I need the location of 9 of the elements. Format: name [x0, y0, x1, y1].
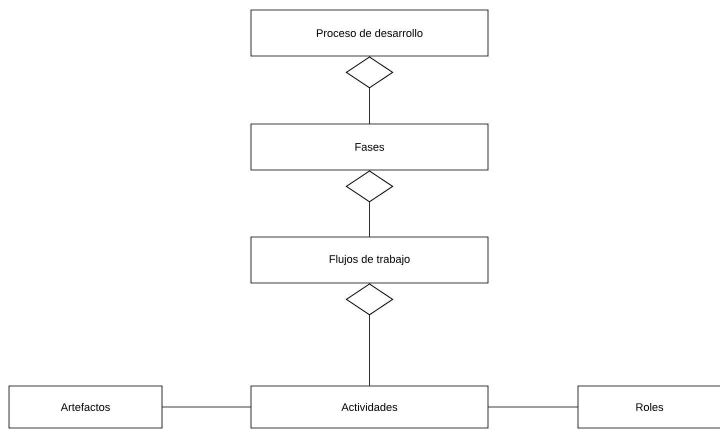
entity-box: Artefactos — [8, 386, 162, 428]
connector-line — [162, 406, 251, 408]
entity-box: Roles — [578, 386, 720, 428]
entity-box: Fases — [250, 124, 488, 170]
entity-box: Flujos de trabajo — [250, 236, 488, 284]
connector-line — [488, 406, 578, 408]
entity-box: Actividades — [250, 386, 488, 428]
aggregation-line — [346, 283, 394, 386]
entity-box: Proceso de desarrollo — [250, 10, 488, 56]
